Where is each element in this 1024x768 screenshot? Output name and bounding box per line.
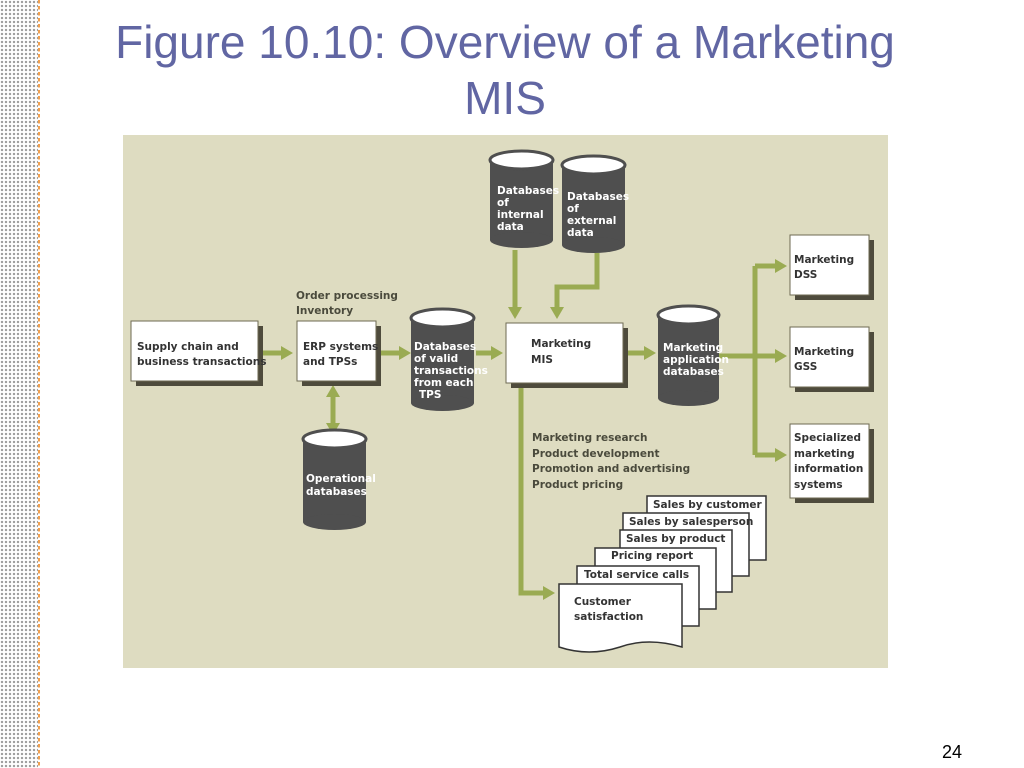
specialized-line-1: Specialized xyxy=(794,432,861,444)
specialized-systems-box: Specialized marketing information system… xyxy=(789,423,874,503)
valid-db-line-2: of valid xyxy=(414,353,458,365)
marketing-mis-box: Marketing MIS xyxy=(505,322,628,388)
dss-line-2: DSS xyxy=(794,269,817,281)
report-customer-satisfaction: Customer satisfaction xyxy=(558,583,683,653)
arrow-mis-to-reports xyxy=(518,385,547,596)
arrow-supply-to-erp-head xyxy=(281,346,293,360)
arrow-external-to-mis-head xyxy=(550,307,564,319)
internal-db-line-1: Databases xyxy=(497,185,559,197)
flow-arrows xyxy=(263,250,787,600)
specialized-line-4: systems xyxy=(794,479,843,491)
mis-line-1: Marketing xyxy=(531,338,591,350)
svg-text:satisfaction: satisfaction xyxy=(574,611,643,623)
slide-accent-line xyxy=(38,0,40,768)
slide-number: 24 xyxy=(941,742,962,762)
slide-title-line-1: Figure 10.10: Overview of a Marketing xyxy=(115,16,895,68)
dss-line-1: Marketing xyxy=(794,254,854,266)
mis-line-2: MIS xyxy=(531,354,553,366)
app-db-line-3: databases xyxy=(663,366,724,378)
arrow-to-specialized-head xyxy=(775,448,787,462)
internal-db-line-2: of xyxy=(497,197,509,209)
slide-dot-pattern xyxy=(0,0,38,768)
arrow-mis-to-appdb-head xyxy=(644,346,656,360)
external-db-line-3: external xyxy=(567,215,616,227)
arrow-to-dss-head xyxy=(775,259,787,273)
use-product-development: Product development xyxy=(532,448,659,460)
arrow-erp-operational-head-up xyxy=(326,385,340,397)
valid-db-line-3: transactions xyxy=(414,365,488,377)
svg-text:Sales by product: Sales by product xyxy=(626,533,725,545)
marketing-mis-diagram: Supply chain and business transactions O… xyxy=(130,149,874,653)
operational-db-line-2: databases xyxy=(306,486,367,498)
valid-transactions-db: Databases of valid transactions from eac… xyxy=(409,307,488,411)
use-marketing-research: Marketing research xyxy=(532,432,647,444)
arrow-internal-to-mis-head xyxy=(508,307,522,319)
marketing-gss-box: Marketing GSS xyxy=(789,326,874,392)
svg-text:Supply chain and: Supply chain and xyxy=(137,341,239,353)
external-db-line-2: of xyxy=(567,203,579,215)
valid-db-line-5: TPS xyxy=(419,389,441,401)
arrow-to-gss-head xyxy=(775,349,787,363)
inventory-label: Inventory xyxy=(296,305,353,317)
svg-text:Sales by customer: Sales by customer xyxy=(653,499,763,511)
erp-line-1: ERP systems xyxy=(303,341,378,353)
marketing-mis-figure: Supply chain and business transactions O… xyxy=(123,135,888,668)
internal-data-db: Databases of internal data xyxy=(488,149,559,248)
order-labels: Order processing Inventory xyxy=(296,290,398,317)
internal-db-line-4: data xyxy=(497,221,524,233)
mis-uses-list: Marketing research Product development P… xyxy=(532,432,690,491)
arrow-mis-to-reports-head xyxy=(543,586,555,600)
marketing-dss-box: Marketing DSS xyxy=(789,234,874,300)
erp-line-2: and TPSs xyxy=(303,356,357,368)
erp-box: ERP systems and TPSs xyxy=(296,320,381,386)
app-db-line-2: application xyxy=(663,354,729,366)
order-processing-label: Order processing xyxy=(296,290,398,302)
operational-db-line-1: Operational xyxy=(306,473,376,485)
slide-title: Figure 10.10: Overview of a Marketing MI… xyxy=(50,14,960,126)
svg-text:business transactions: business transactions xyxy=(137,356,266,368)
valid-db-line-4: from each xyxy=(414,377,473,389)
use-product-pricing: Product pricing xyxy=(532,479,623,491)
arrow-erp-to-db-head xyxy=(399,346,411,360)
valid-db-line-1: Databases xyxy=(414,341,476,353)
gss-line-2: GSS xyxy=(794,361,817,373)
svg-text:Customer: Customer xyxy=(574,596,632,608)
specialized-line-3: information xyxy=(794,463,863,475)
supply-chain-box: Supply chain and business transactions xyxy=(130,320,266,386)
svg-text:Sales by salesperson: Sales by salesperson xyxy=(629,516,753,528)
svg-text:Total service calls: Total service calls xyxy=(584,569,689,581)
specialized-line-2: marketing xyxy=(794,448,855,460)
arrow-external-to-mis xyxy=(554,253,600,311)
internal-db-line-3: internal xyxy=(497,209,544,221)
external-data-db: Databases of external data xyxy=(560,154,629,253)
external-db-line-4: data xyxy=(567,227,594,239)
use-promotion-advertising: Promotion and advertising xyxy=(532,463,690,475)
app-db-line-1: Marketing xyxy=(663,342,723,354)
slide-title-line-2: MIS xyxy=(464,72,546,124)
supply-chain-line-1: Supply chain and xyxy=(137,341,239,353)
application-db: Marketing application databases xyxy=(656,304,729,406)
svg-text:Pricing report: Pricing report xyxy=(611,550,693,562)
operational-db: Operational databases xyxy=(301,428,376,530)
gss-line-1: Marketing xyxy=(794,346,854,358)
supply-chain-line-2: business transactions xyxy=(137,356,266,368)
arrow-db-to-mis-head xyxy=(491,346,503,360)
external-db-line-1: Databases xyxy=(567,191,629,203)
report-stack: Sales by customer Sales by salesperson S… xyxy=(558,495,767,653)
